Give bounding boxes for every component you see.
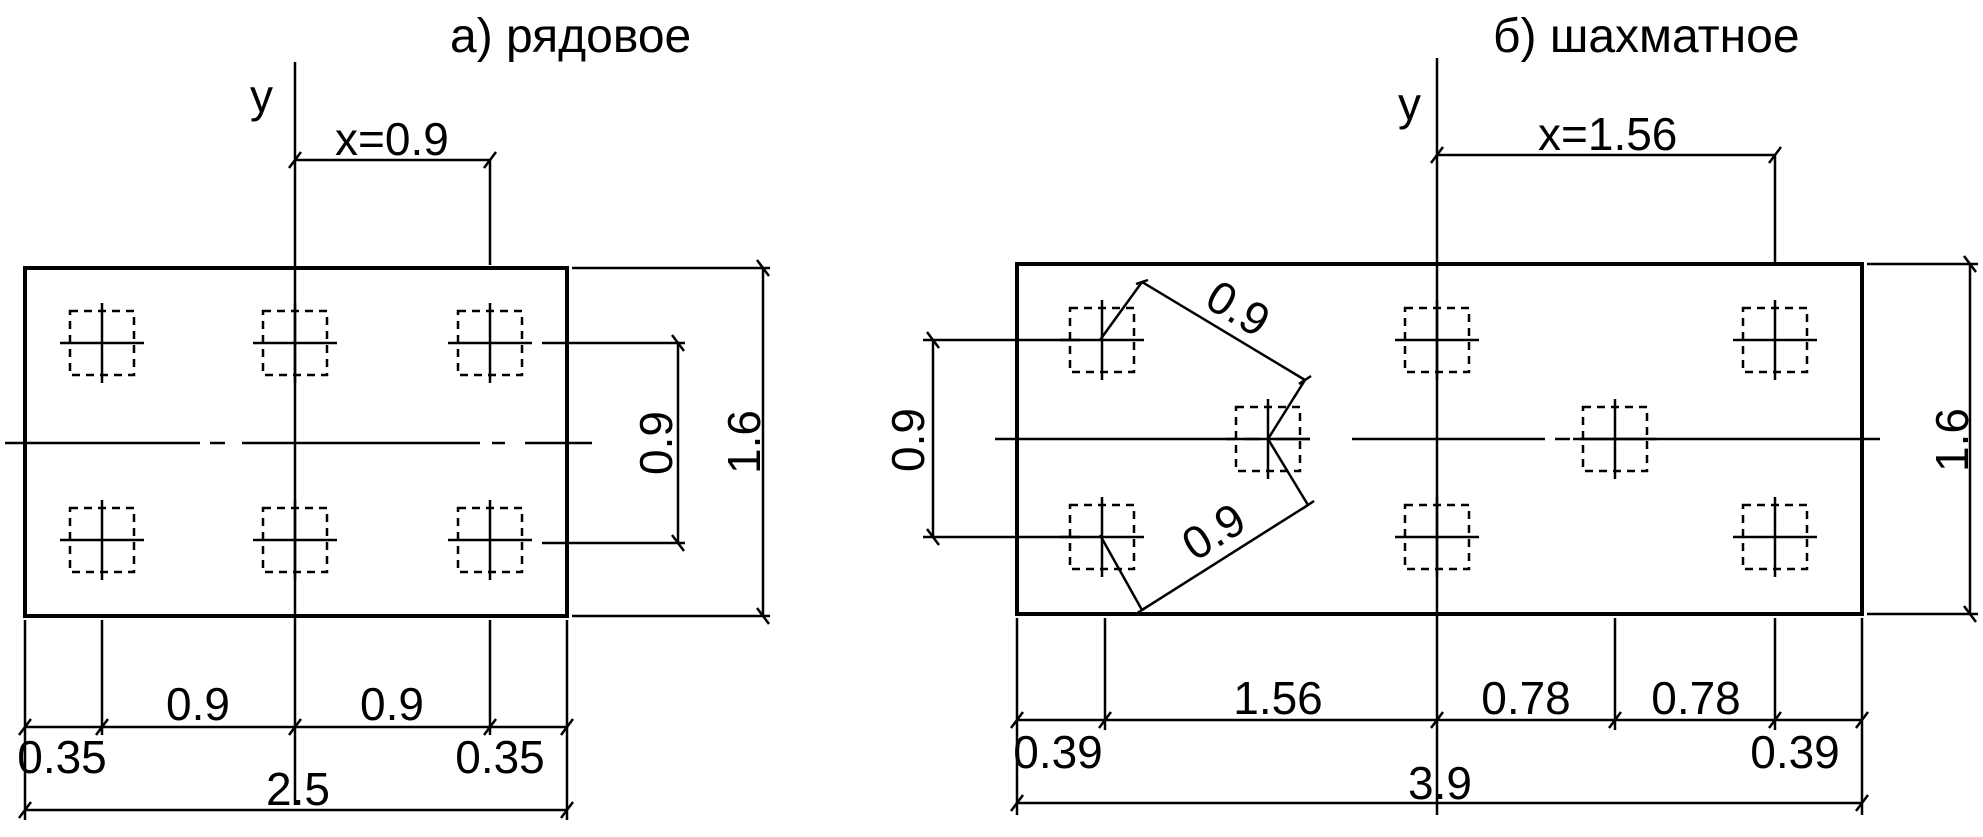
panel-a-row-arrangement: а) рядовое y x=0.9 0. — [5, 10, 770, 820]
panel-b-diagonal-dimensions: 0.9 0.9 — [1098, 270, 1315, 616]
panel-b-dim-bottom-3: 0.78 — [1651, 672, 1741, 724]
panel-b-bottom-dimensions: 1.56 0.78 0.78 0.39 0.39 3.9 — [1010, 618, 1869, 815]
panel-b-x-dimension: x=1.56 — [1430, 108, 1782, 262]
panel-b-dim-total: 3.9 — [1408, 757, 1472, 809]
panel-a-right-dimensions: 0.9 1.6 — [542, 259, 770, 625]
panel-b-left-dimension: 0.9 — [882, 331, 1080, 546]
panel-a-x-dimension-label: x=0.9 — [335, 113, 449, 165]
panel-b-width-label: 1.6 — [1926, 408, 1978, 472]
panel-a-pitch-label: 0.9 — [630, 411, 682, 475]
panel-b-dim-edge-left: 0.39 — [1013, 726, 1103, 778]
panel-b-piles — [1060, 300, 1817, 577]
panel-b-right-dimension: 1.6 — [1867, 255, 1978, 623]
pile-symbol — [1573, 399, 1657, 479]
panel-b-diag-bottom-label: 0.9 — [1173, 492, 1255, 570]
pile-symbol — [1060, 300, 1144, 380]
panel-a-dim-bottom-2: 0.9 — [360, 678, 424, 730]
pile-symbol — [1226, 399, 1310, 479]
panel-a-width-label: 1.6 — [718, 410, 770, 474]
pile-symbol — [1733, 497, 1817, 577]
panel-a-dim-bottom-1: 0.9 — [166, 678, 230, 730]
panel-b-diag-top-label: 0.9 — [1197, 270, 1279, 348]
pile-symbol — [448, 303, 532, 383]
panel-a-title: а) рядовое — [450, 10, 691, 63]
panel-b-x-dimension-label: x=1.56 — [1538, 108, 1677, 160]
pile-symbol — [1395, 497, 1479, 577]
panel-a-piles — [60, 303, 532, 580]
panel-b-staggered-arrangement: б) шахматное y x=1.56 — [882, 10, 1978, 815]
pile-symbol — [60, 303, 144, 383]
pile-symbol — [253, 500, 337, 580]
panel-a-x-dimension: x=0.9 — [288, 113, 497, 265]
panel-b-dim-bottom-1: 1.56 — [1233, 672, 1323, 724]
panel-a-dim-edge-left: 0.35 — [17, 731, 107, 783]
panel-b-title: б) шахматное — [1493, 10, 1800, 63]
pile-symbol — [60, 500, 144, 580]
pile-symbol — [1733, 300, 1817, 380]
pile-symbol — [1060, 497, 1144, 577]
panel-b-dim-bottom-2: 0.78 — [1481, 672, 1571, 724]
pile-symbol — [448, 500, 532, 580]
panel-b-dim-edge-right: 0.39 — [1750, 726, 1840, 778]
panel-a-dim-total: 2.5 — [266, 763, 330, 815]
panel-a-y-axis-label: y — [250, 70, 273, 122]
panel-a-dim-edge-right: 0.35 — [455, 731, 545, 783]
pile-symbol — [1395, 300, 1479, 380]
pile-symbol — [253, 303, 337, 383]
panel-a-bottom-dimensions: 0.9 0.9 0.35 0.35 2.5 — [17, 620, 574, 820]
panel-b-y-axis-label: y — [1398, 78, 1421, 130]
panel-b-left-dim-label: 0.9 — [882, 408, 934, 472]
